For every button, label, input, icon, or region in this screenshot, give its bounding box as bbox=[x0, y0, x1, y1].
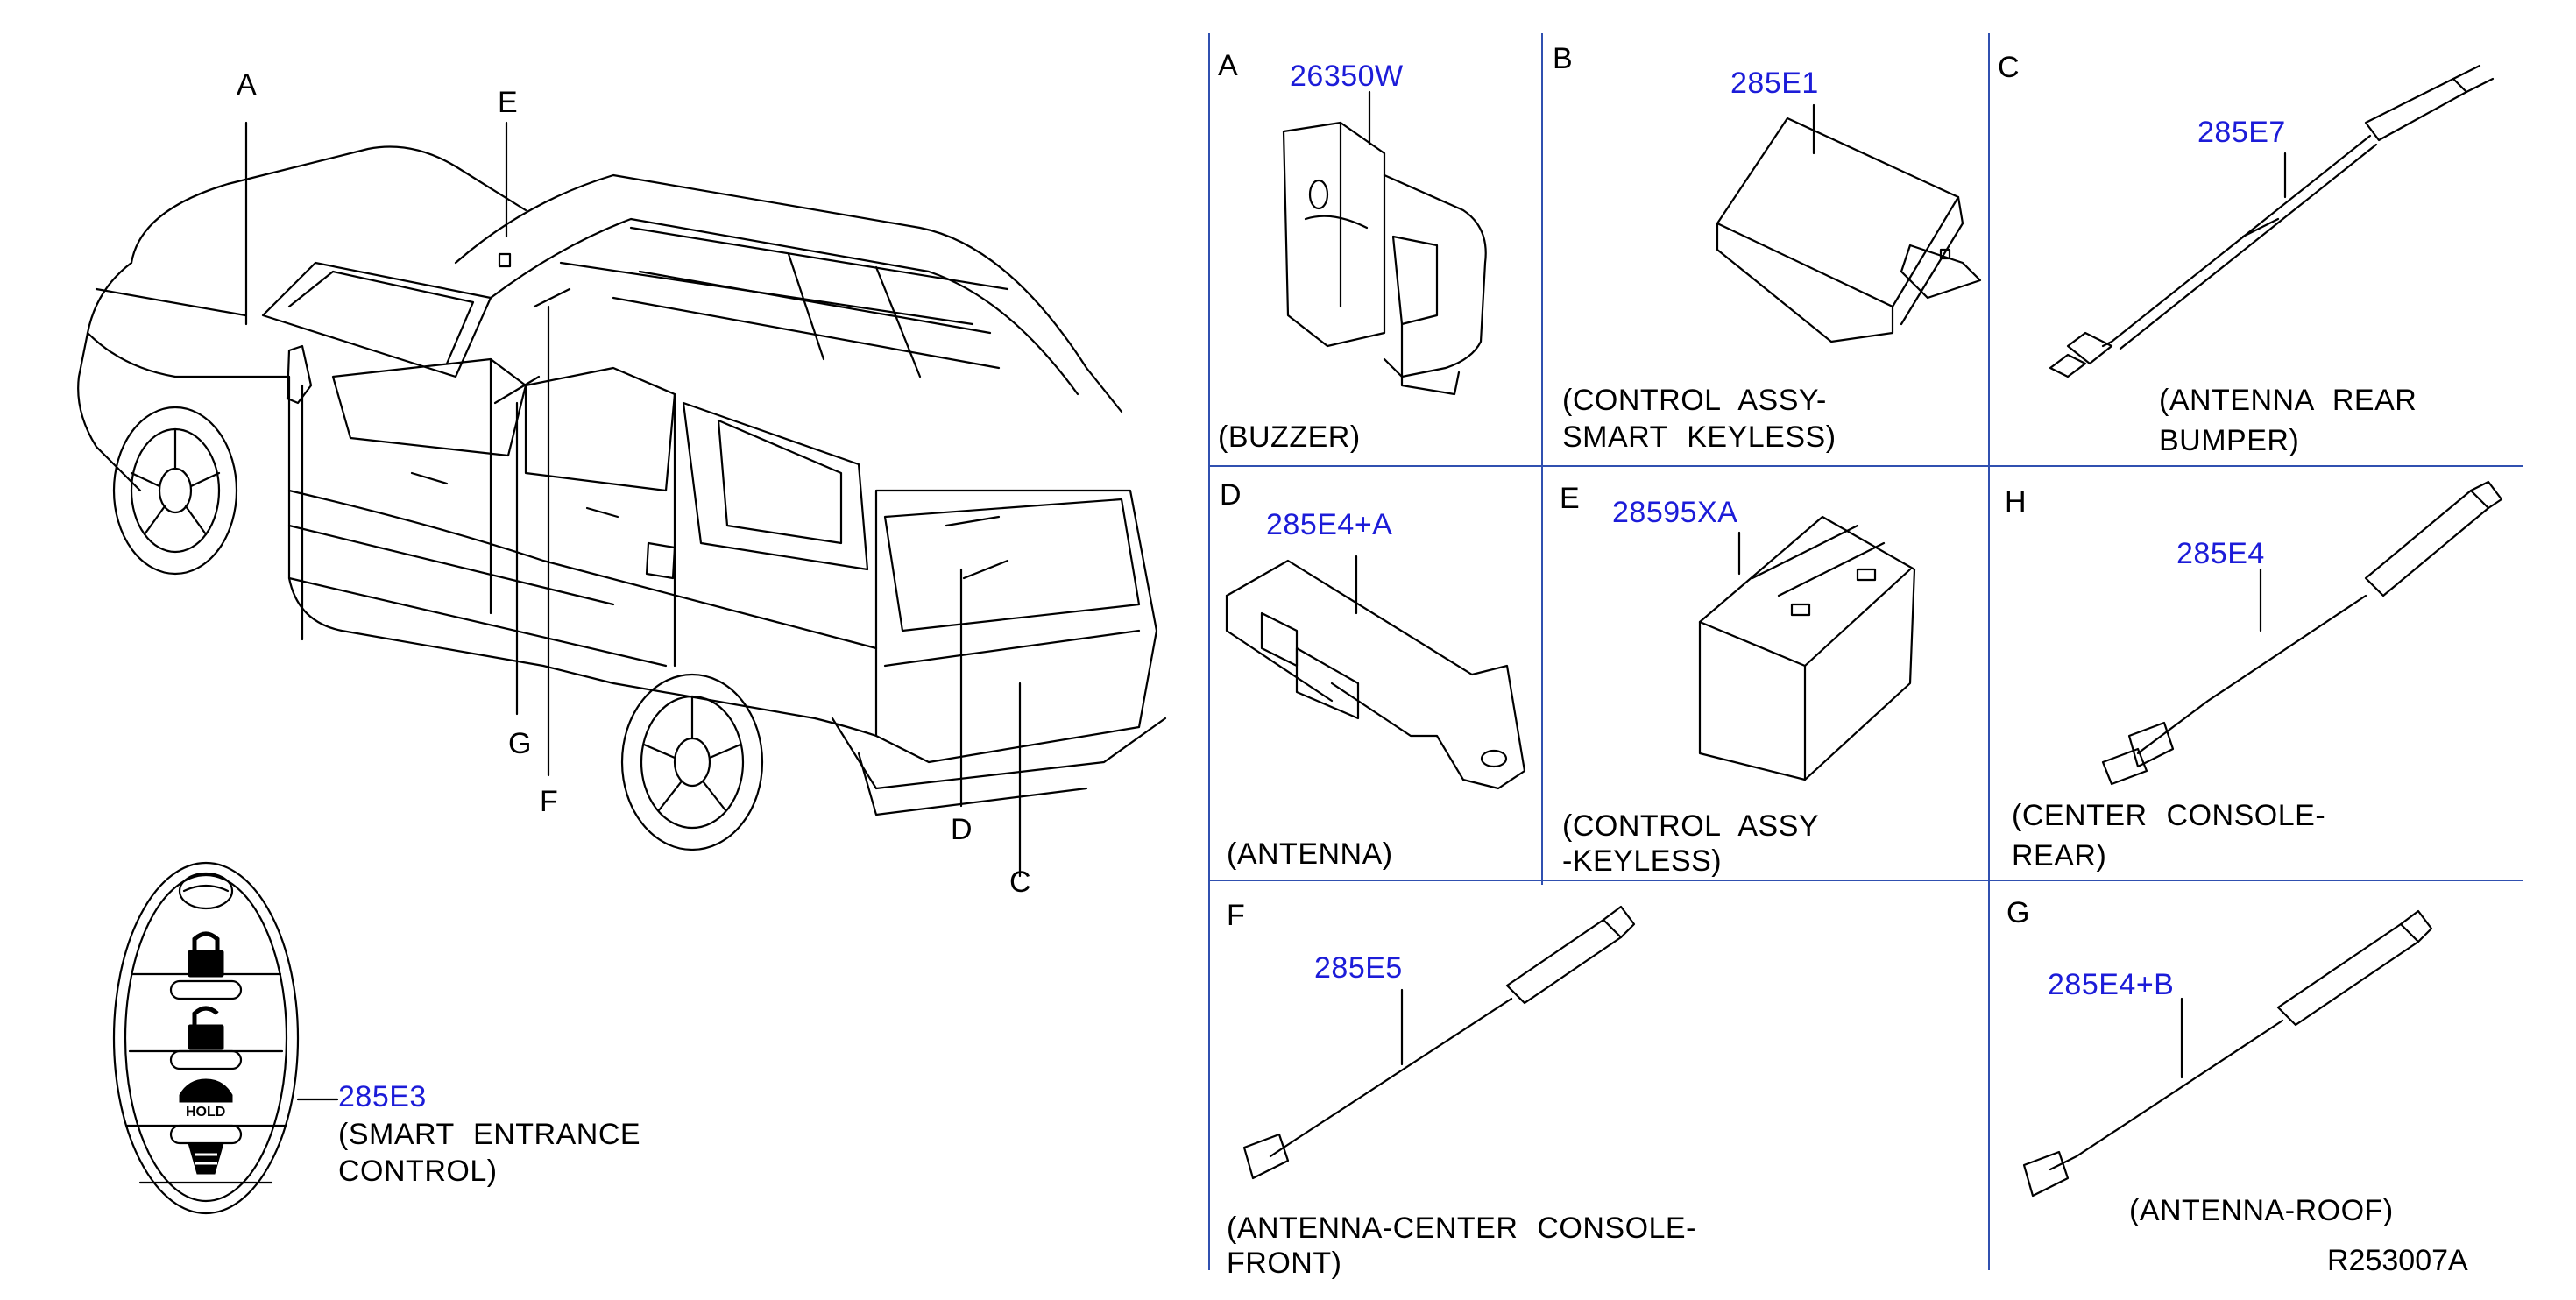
antenna-drawing bbox=[1225, 555, 1526, 790]
panel-c-description-line1: (ANTENNA REAR bbox=[2159, 384, 2417, 417]
lock-icon bbox=[188, 931, 224, 978]
panel-e-description-line1: (CONTROL ASSY bbox=[1562, 809, 1820, 843]
car-trunk-icon bbox=[179, 1078, 233, 1103]
panel-b-description-line2: SMART KEYLESS) bbox=[1562, 420, 1836, 454]
buzzer-drawing bbox=[1282, 90, 1487, 396]
reference-code: R253007A bbox=[2327, 1244, 2468, 1277]
panel-f-letter: F bbox=[1227, 899, 1245, 932]
antenna-rear-bumper-drawing bbox=[2049, 64, 2495, 378]
panel-grid bbox=[1208, 33, 2523, 1270]
panel-g-part-number: 285E4+B bbox=[2048, 968, 2175, 1001]
callout-e: E bbox=[498, 86, 518, 119]
panel-a-part-number: 26350W bbox=[1290, 60, 1404, 93]
fob-buttons bbox=[179, 931, 233, 1175]
panel-b-part-number: 285E1 bbox=[1730, 67, 1819, 100]
panel-h-description-line2: REAR) bbox=[2012, 839, 2107, 873]
key-fob-description-line2: CONTROL) bbox=[338, 1155, 498, 1188]
control-assy-keyless-drawing bbox=[1698, 515, 1916, 781]
callout-a: A bbox=[237, 68, 257, 102]
panel-a-letter: A bbox=[1218, 49, 1238, 82]
key-fob-description-line1: (SMART ENTRANCE bbox=[338, 1118, 641, 1151]
control-assy-smart-keyless-drawing bbox=[1716, 103, 1982, 343]
antenna-center-console-front-drawing bbox=[1242, 905, 1636, 1180]
callout-f: F bbox=[540, 785, 558, 818]
panel-a-description: (BUZZER) bbox=[1218, 420, 1361, 454]
callout-c: C bbox=[1009, 865, 1031, 899]
panel-e-part-number: 28595XA bbox=[1612, 496, 1738, 529]
panel-c-part-number: 285E7 bbox=[2197, 116, 2286, 149]
panel-c-description-line2: BUMPER) bbox=[2159, 424, 2300, 457]
panel-c-letter: C bbox=[1998, 51, 2020, 84]
panel-f-part-number: 285E5 bbox=[1314, 951, 1403, 985]
callout-g: G bbox=[508, 727, 532, 760]
panel-e-description-line2: -KEYLESS) bbox=[1562, 844, 1723, 878]
panel-h-letter: H bbox=[2005, 485, 2027, 519]
panel-b-description-line1: (CONTROL ASSY- bbox=[1562, 384, 1827, 417]
fob-hold-label: HOLD bbox=[186, 1105, 226, 1120]
panel-g-letter: G bbox=[2006, 896, 2030, 929]
vehicle-illustration bbox=[77, 121, 1167, 878]
unlock-icon bbox=[188, 1006, 224, 1050]
panel-d-part-number: 285E4+A bbox=[1266, 508, 1393, 541]
panel-f-description-line2: FRONT) bbox=[1227, 1247, 1342, 1280]
panic-icon bbox=[188, 1142, 224, 1175]
panel-d-letter: D bbox=[1220, 478, 1242, 512]
panel-h-part-number: 285E4 bbox=[2176, 537, 2265, 570]
callout-d: D bbox=[951, 813, 973, 846]
antenna-center-console-rear-drawing bbox=[2101, 480, 2503, 786]
panel-f-description-line1: (ANTENNA-CENTER CONSOLE- bbox=[1227, 1212, 1696, 1245]
key-fob-illustration bbox=[112, 861, 339, 1215]
panel-h-description-line1: (CENTER CONSOLE- bbox=[2012, 799, 2326, 832]
key-fob-part-number: 285E3 bbox=[338, 1080, 427, 1113]
panel-g-description: (ANTENNA-ROOF) bbox=[2129, 1194, 2394, 1227]
panel-d-description: (ANTENNA) bbox=[1227, 837, 1393, 871]
panel-b-letter: B bbox=[1553, 42, 1573, 75]
antenna-roof-drawing bbox=[2022, 909, 2433, 1198]
panel-e-letter: E bbox=[1560, 482, 1580, 515]
